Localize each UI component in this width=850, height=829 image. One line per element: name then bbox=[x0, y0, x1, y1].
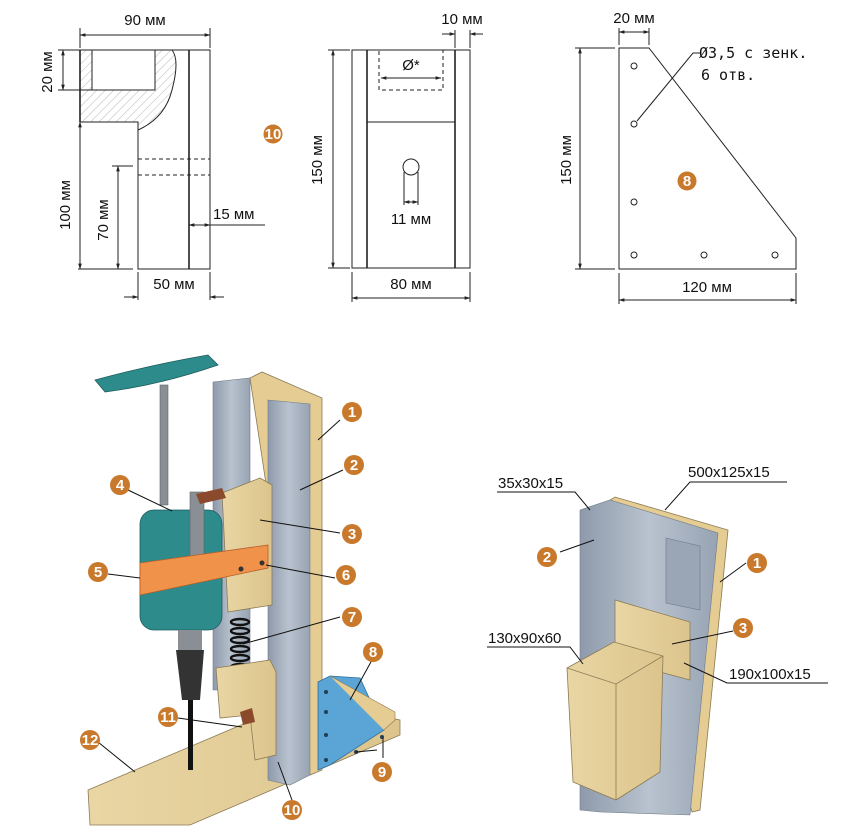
callout-8: 8 bbox=[363, 642, 383, 662]
crank-knob bbox=[196, 488, 226, 504]
dim-bore: Ø* bbox=[402, 57, 420, 74]
slot-hole bbox=[402, 158, 420, 176]
block-side-drawing: 90 мм 20 мм 100 мм 70 мм 15 мм 50 мм 10 bbox=[39, 12, 283, 300]
dim-gusset-width: 120 мм bbox=[682, 279, 732, 296]
detail-callout-2: 2 bbox=[537, 547, 557, 567]
dim-height: 100 мм bbox=[57, 180, 74, 230]
drill-stand-assembly: 1 2 3 4 5 6 7 8 9 10 11 12 bbox=[80, 354, 401, 826]
svg-text:8: 8 bbox=[369, 644, 377, 661]
size-plate: 190x100x15 bbox=[729, 666, 811, 683]
callout-9: 9 bbox=[372, 762, 392, 782]
svg-text:8: 8 bbox=[683, 173, 691, 190]
handle-shaft bbox=[159, 384, 169, 506]
wing-nut bbox=[240, 708, 255, 725]
pocket bbox=[91, 49, 156, 91]
svg-text:9: 9 bbox=[378, 764, 386, 781]
callout-2: 2 bbox=[344, 455, 364, 475]
dim-gusset-height: 150 мм bbox=[558, 135, 575, 185]
dim-width: 90 мм bbox=[124, 12, 165, 29]
clamp-strap bbox=[139, 544, 269, 596]
dim-top-pocket: 20 мм bbox=[39, 51, 56, 92]
callout-3: 3 bbox=[342, 524, 362, 544]
size-carriage: 130x90x60 bbox=[488, 630, 561, 647]
svg-text:6: 6 bbox=[342, 567, 350, 584]
drill-handle bbox=[94, 354, 219, 393]
dim-height-150: 150 мм bbox=[309, 135, 326, 185]
dim-bottom: 50 мм bbox=[153, 276, 194, 293]
dim-slot: 11 мм bbox=[391, 211, 431, 228]
callout-7: 7 bbox=[342, 607, 362, 627]
part-badge-10: 10 bbox=[263, 124, 283, 144]
hole-note-line2: 6 отв. bbox=[701, 66, 755, 84]
svg-text:11: 11 bbox=[160, 709, 176, 726]
countersunk-holes bbox=[630, 62, 779, 259]
svg-text:12: 12 bbox=[82, 732, 99, 749]
hole-note-line1: Ø3,5 с зенк. bbox=[699, 44, 807, 62]
callout-5: 5 bbox=[88, 562, 108, 582]
detail-callout-3: 3 bbox=[733, 618, 753, 638]
svg-text:7: 7 bbox=[348, 609, 356, 626]
svg-text:2: 2 bbox=[543, 549, 551, 566]
svg-text:10: 10 bbox=[265, 126, 282, 143]
svg-text:1: 1 bbox=[348, 404, 356, 421]
callout-10: 10 bbox=[282, 800, 302, 820]
dim-hole-height: 70 мм bbox=[95, 199, 112, 240]
gusset-drawing: Ø3,5 с зенк. 6 отв. 20 мм 150 мм 120 мм … bbox=[558, 10, 807, 304]
carriage-detail: 35x30x15 500x125x15 130x90x60 190x100x15… bbox=[487, 464, 828, 816]
callout-1: 1 bbox=[342, 402, 362, 422]
svg-text:3: 3 bbox=[739, 620, 747, 637]
size-backboard: 500x125x15 bbox=[688, 464, 770, 481]
svg-text:5: 5 bbox=[94, 564, 102, 581]
callout-12: 12 bbox=[80, 730, 100, 750]
dim-edge: 10 мм bbox=[441, 11, 482, 28]
svg-text:1: 1 bbox=[753, 555, 761, 572]
dim-width-80: 80 мм bbox=[390, 276, 431, 293]
dim-gusset-top: 20 мм bbox=[613, 10, 654, 27]
detail-block bbox=[566, 641, 664, 801]
drill-bit bbox=[188, 700, 193, 770]
svg-text:2: 2 bbox=[350, 457, 358, 474]
callout-4: 4 bbox=[110, 475, 130, 495]
callout-11: 11 bbox=[158, 707, 178, 727]
svg-text:4: 4 bbox=[116, 477, 125, 494]
size-profile: 35x30x15 bbox=[498, 475, 563, 492]
svg-text:10: 10 bbox=[284, 802, 301, 819]
block-front-drawing: Ø* 11 мм 150 мм 80 мм 10 мм bbox=[309, 11, 483, 302]
carriage-block bbox=[221, 477, 273, 613]
svg-text:3: 3 bbox=[348, 526, 356, 543]
callout-6: 6 bbox=[336, 565, 356, 585]
detail-callout-1: 1 bbox=[747, 553, 767, 573]
dim-wall: 15 мм bbox=[213, 206, 254, 223]
drill-chuck bbox=[176, 650, 204, 700]
part-badge-8: 8 bbox=[677, 171, 697, 191]
